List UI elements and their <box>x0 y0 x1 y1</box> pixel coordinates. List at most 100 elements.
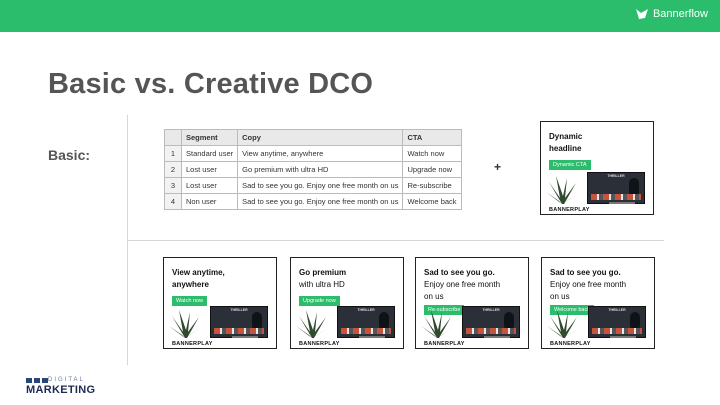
tv-title: THRILLER <box>607 174 625 178</box>
ad-brand: BANNERPLAY <box>424 341 465 347</box>
table-header-segment: Segment <box>180 129 239 146</box>
table-header-row: Segment Copy CTA <box>164 129 462 146</box>
plant-icon <box>296 310 328 338</box>
tv-title: THRILLER <box>608 308 626 312</box>
ad-scene: THRILLER <box>541 168 653 204</box>
ad-brand: BANNERPLAY <box>299 341 340 347</box>
tv-title: THRILLER <box>230 308 248 312</box>
ad-headline-bold: Sad to see you go. <box>550 268 621 277</box>
tv-title: THRILLER <box>357 308 375 312</box>
ad-headline-rest: Enjoy one free month <box>424 280 501 289</box>
ad-cta-button: Re-subscribe <box>424 305 465 315</box>
bannerflow-logo-text: Bannerflow <box>652 8 708 20</box>
row-segment: Non user <box>180 193 239 210</box>
ad-headline-rest-2: on us <box>550 292 570 301</box>
ad-scene: THRILLER <box>164 302 276 338</box>
template-ad: Dynamic headline Dynamic CTA THRILLER BA… <box>540 121 654 215</box>
tv-screen: THRILLER <box>337 306 395 338</box>
row-cta: Re-subscribe <box>402 177 462 194</box>
row-number: 3 <box>164 177 182 194</box>
row-segment: Lost user <box>180 177 239 194</box>
logo-bars <box>26 378 95 383</box>
row-segment: Standard user <box>180 145 239 162</box>
tv-stand <box>609 202 635 204</box>
ad-scene: THRILLER <box>542 302 654 338</box>
tv-thumbnails <box>341 328 391 334</box>
tv-stand <box>610 336 636 338</box>
row-copy: Sad to see you go. Enjoy one free month … <box>237 193 404 210</box>
ad-headline-bold-2: anywhere <box>172 280 209 289</box>
plant-icon <box>169 310 201 338</box>
tv-figure <box>252 312 262 328</box>
logo-big-text: MARKETING <box>26 384 96 396</box>
ad-cta-button: Welcome back <box>550 305 594 315</box>
top-bar: Bannerflow <box>0 0 720 32</box>
table-row: 1 Standard user View anytime, anywhere W… <box>164 145 462 162</box>
tv-stand <box>232 336 258 338</box>
ad-scene: THRILLER <box>416 302 528 338</box>
row-copy: Sad to see you go. Enjoy one free month … <box>237 177 404 194</box>
bannerflow-icon <box>635 9 648 19</box>
ad-variant-2: Go premium with ultra HD Upgrade now THR… <box>290 257 404 349</box>
basic-label: Basic: <box>48 147 91 163</box>
row-segment: Lost user <box>180 161 239 178</box>
ad-headline: Dynamic headline <box>549 131 582 155</box>
table-header-copy: Copy <box>237 129 404 146</box>
plant-icon <box>421 310 453 338</box>
ad-variant-3: Sad to see you go. Enjoy one free month … <box>415 257 529 349</box>
plant-icon <box>546 176 578 204</box>
horizontal-divider <box>128 240 664 241</box>
bannerflow-logo: Bannerflow <box>635 8 708 20</box>
row-number: 4 <box>164 193 182 210</box>
table-header-cta: CTA <box>402 129 462 146</box>
ad-brand: BANNERPLAY <box>172 341 213 347</box>
table-row: 2 Lost user Go premium with ultra HD Upg… <box>164 161 462 178</box>
ad-headline-bold: Go premium <box>299 268 347 277</box>
row-copy: View anytime, anywhere <box>237 145 404 162</box>
ad-headline-bold: Sad to see you go. <box>424 268 495 277</box>
tv-thumbnails <box>466 328 516 334</box>
tv-figure <box>504 312 514 328</box>
ad-brand: BANNERPLAY <box>550 341 591 347</box>
tv-figure <box>630 312 640 328</box>
row-cta: Welcome back <box>402 193 462 210</box>
ad-headline: Go premium with ultra HD <box>299 267 346 291</box>
tv-screen: THRILLER <box>588 306 646 338</box>
ad-headline: Sad to see you go. Enjoy one free month … <box>424 267 500 303</box>
table-header-num <box>164 129 182 146</box>
ad-cta-button: Dynamic CTA <box>549 160 591 170</box>
digital-marketing-logo: DIGITAL MARKETING <box>26 377 96 396</box>
row-number: 2 <box>164 161 182 178</box>
ad-headline: View anytime, anywhere <box>172 267 225 291</box>
ad-cta-button: Upgrade now <box>299 296 340 306</box>
ad-headline: Sad to see you go. Enjoy one free month … <box>550 267 626 303</box>
tv-title: THRILLER <box>482 308 500 312</box>
plant-icon <box>547 310 579 338</box>
row-cta: Upgrade now <box>402 161 462 178</box>
ad-headline-bold: View anytime, <box>172 268 225 277</box>
tv-stand <box>359 336 385 338</box>
tv-stand <box>484 336 510 338</box>
vertical-divider <box>127 115 128 365</box>
ad-variant-1: View anytime, anywhere Watch now THRILLE… <box>163 257 277 349</box>
tv-screen: THRILLER <box>462 306 520 338</box>
row-copy: Go premium with ultra HD <box>237 161 404 178</box>
tv-thumbnails <box>591 194 641 200</box>
ad-cta-button: Watch now <box>172 296 208 306</box>
ad-scene: THRILLER <box>291 302 403 338</box>
ad-headline-rest: Enjoy one free month <box>550 280 627 289</box>
table-row: 4 Non user Sad to see you go. Enjoy one … <box>164 193 462 210</box>
ad-brand: BANNERPLAY <box>549 207 590 213</box>
slide-title: Basic vs. Creative DCO <box>48 68 374 100</box>
tv-figure <box>629 178 639 194</box>
tv-figure <box>379 312 389 328</box>
ad-variant-4: Sad to see you go. Enjoy one free month … <box>541 257 655 349</box>
row-number: 1 <box>164 145 182 162</box>
ad-headline-line2: headline <box>549 144 582 153</box>
ad-headline-line1: Dynamic <box>549 132 583 141</box>
segment-table: Segment Copy CTA 1 Standard user View an… <box>164 129 462 210</box>
plus-sign: + <box>494 160 502 174</box>
ad-headline-rest-2: on us <box>424 292 444 301</box>
tv-thumbnails <box>592 328 642 334</box>
tv-thumbnails <box>214 328 264 334</box>
